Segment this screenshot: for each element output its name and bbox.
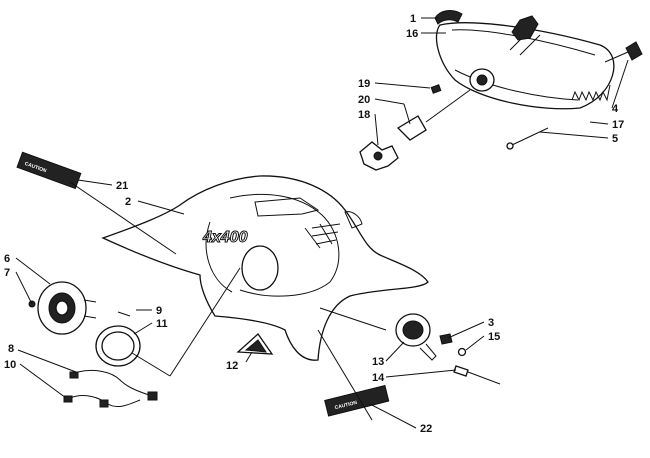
callout-11: 11 xyxy=(156,318,168,330)
callout-9: 9 xyxy=(156,305,162,317)
callout-18: 18 xyxy=(358,109,370,121)
key xyxy=(453,365,501,385)
gauge-screw xyxy=(28,300,36,308)
caution-decal-left: CAUTION xyxy=(16,151,82,190)
wiring-harness xyxy=(63,369,158,408)
callout-15: 15 xyxy=(488,331,500,343)
callout-19: 19 xyxy=(358,78,370,90)
callout-20: 20 xyxy=(358,94,370,106)
bulb-socket xyxy=(359,141,399,171)
washer xyxy=(439,333,467,357)
callout-13: 13 xyxy=(372,356,384,368)
gauge-pin xyxy=(117,311,131,317)
callout-10: 10 xyxy=(4,359,16,371)
callout-7: 7 xyxy=(4,267,10,279)
callout-5: 5 xyxy=(612,133,618,145)
callout-6: 6 xyxy=(4,253,10,265)
leader-lines xyxy=(15,17,629,429)
ignition-switch xyxy=(395,313,437,361)
svg-text:CAUTION: CAUTION xyxy=(334,400,358,411)
callout-12: 12 xyxy=(226,360,238,372)
callout-labels: 1 2 3 4 5 6 7 8 9 10 11 12 13 14 15 16 1… xyxy=(4,13,624,435)
callout-16: 16 xyxy=(406,28,418,40)
bulb xyxy=(396,84,471,141)
callout-17: 17 xyxy=(612,119,624,131)
screw xyxy=(506,127,549,150)
callout-2: 2 xyxy=(125,196,131,208)
gauge-bezel xyxy=(95,325,141,367)
headlight-bracket xyxy=(434,10,463,25)
callout-1: 1 xyxy=(410,13,416,25)
warning-triangle-decal xyxy=(236,333,274,355)
callout-4: 4 xyxy=(612,103,619,115)
callout-21: 21 xyxy=(116,180,128,192)
spring xyxy=(571,84,611,102)
gauge xyxy=(37,281,97,335)
adjuster-knob xyxy=(511,15,539,41)
callout-22: 22 xyxy=(420,423,432,435)
hood-logo: 4x400 xyxy=(202,229,248,246)
callout-8: 8 xyxy=(8,343,14,355)
spring-clip xyxy=(604,41,643,63)
callout-3: 3 xyxy=(488,317,494,329)
hood: 4x400 xyxy=(101,175,429,361)
caution-decal-right: CAUTION xyxy=(324,384,390,417)
callout-14: 14 xyxy=(372,372,385,384)
